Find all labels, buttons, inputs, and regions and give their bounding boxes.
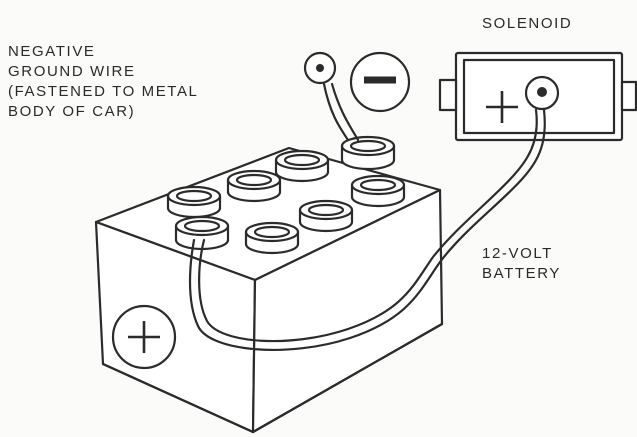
solenoid	[438, 51, 637, 142]
positive-terminal	[174, 215, 230, 251]
battery-label-line2: BATTERY	[482, 265, 561, 282]
battery-cell-caps	[166, 149, 406, 255]
negative-ground-wire	[303, 51, 360, 142]
solenoid-label: SOLENOID	[482, 15, 573, 32]
negative-terminal	[340, 135, 396, 171]
negative-ground-label-line2: GROUND WIRE	[8, 63, 136, 80]
cell-cap	[244, 221, 300, 255]
cell-cap	[274, 149, 330, 183]
negative-symbol	[349, 51, 411, 113]
cell-cap	[350, 174, 406, 208]
negative-ground-label-line1: NEGATIVE	[8, 43, 96, 60]
cell-cap	[226, 169, 282, 203]
battery-label-line1: 12-VOLT	[482, 245, 553, 262]
positive-cable	[188, 108, 546, 351]
cell-cap	[298, 199, 354, 233]
negative-ground-label-line4: BODY OF CAR)	[8, 103, 136, 120]
cell-cap	[166, 185, 222, 219]
positive-symbol	[111, 304, 177, 370]
negative-ground-label-line3: (FASTENED TO METAL	[8, 83, 199, 100]
